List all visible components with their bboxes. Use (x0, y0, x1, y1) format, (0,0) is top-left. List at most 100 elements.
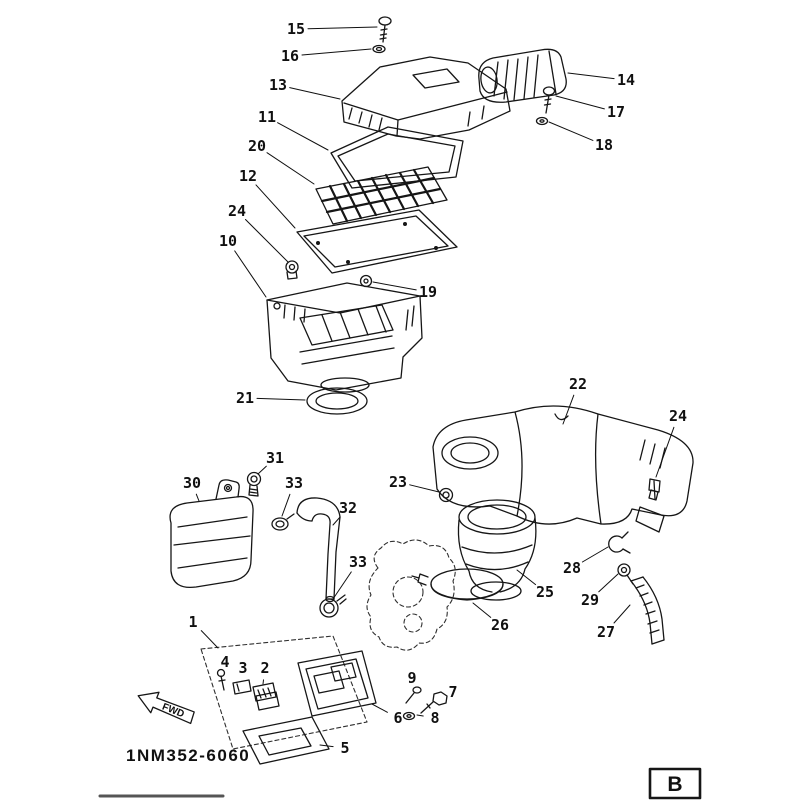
callout-28: 28 (563, 559, 581, 577)
part-28-clip (608, 531, 631, 554)
callout-leader-25 (516, 569, 537, 586)
section-b-button[interactable]: B (648, 767, 702, 800)
part-32-pipe (296, 497, 341, 603)
callout-24: 24 (228, 202, 246, 220)
part-21-joint-seal (306, 387, 368, 415)
callout-19: 19 (419, 283, 437, 301)
callout-leader-28 (581, 546, 609, 563)
callout-leader-30 (195, 493, 200, 502)
callout-leader-26 (472, 602, 492, 618)
callout-14: 14 (617, 71, 635, 89)
callout-leader-21 (256, 397, 306, 401)
callout-6: 6 (393, 709, 402, 727)
callout-leader-32 (332, 516, 341, 526)
part-2-plate (252, 682, 280, 711)
part-25-carburetor-joint (457, 499, 537, 601)
part-27-hose (630, 576, 665, 645)
callout-leader-33 (332, 571, 352, 600)
callout-18: 18 (595, 136, 613, 154)
callout-5: 5 (340, 739, 349, 757)
callout-9: 9 (407, 669, 416, 687)
callout-leader-18 (548, 121, 594, 141)
fwd-label: FWD (160, 702, 185, 721)
part-3-stopper (232, 679, 252, 695)
part-16-washer (372, 44, 386, 54)
callout-leader-19 (372, 281, 417, 291)
callout-22: 22 (569, 375, 587, 393)
callout-leader-2 (262, 679, 264, 685)
part-5-gasket (242, 716, 330, 765)
part-8-washer (402, 711, 416, 721)
callout-7: 7 (448, 683, 457, 701)
part-15-screw (378, 16, 392, 43)
callout-12: 12 (239, 167, 257, 185)
callout-leader-24 (245, 219, 289, 263)
callout-leader-14 (567, 72, 615, 80)
callout-32: 32 (339, 499, 357, 517)
callout-33: 33 (285, 474, 303, 492)
part-19-grommet (359, 274, 373, 288)
callout-30: 30 (183, 474, 201, 492)
part-11-cover-seal (330, 126, 464, 189)
callout-3: 3 (238, 659, 247, 677)
part-26-clamp-band (411, 568, 504, 601)
part-18-washer (535, 116, 549, 126)
callout-11: 11 (258, 108, 276, 126)
callout-31: 31 (266, 449, 284, 467)
callout-leader-20 (266, 152, 315, 185)
part-1-assembly-outline (200, 635, 368, 750)
callout-26: 26 (491, 616, 509, 634)
callout-17: 17 (607, 103, 625, 121)
part-30-resonator (169, 479, 254, 589)
callout-leader-5 (319, 744, 334, 748)
part-9-screw (405, 686, 422, 704)
part-12-element-gasket (296, 209, 458, 274)
callout-leader-11 (277, 122, 329, 151)
callout-leader-10 (234, 250, 267, 298)
part-33-clamp-a (271, 513, 295, 531)
part-24-clip (648, 478, 661, 501)
callout-23: 23 (389, 473, 407, 491)
callout-1: 1 (188, 613, 197, 631)
callout-24: 24 (669, 407, 687, 425)
callout-leader-22 (562, 394, 575, 425)
part-17-screw (542, 86, 556, 114)
diagram-code: 1NM352-6060 (126, 746, 250, 765)
callout-8: 8 (430, 709, 439, 727)
part-6-reed-valve (297, 650, 377, 717)
part-22-air-duct (432, 405, 694, 533)
callout-2: 2 (260, 659, 269, 677)
callout-leader-15 (307, 26, 378, 30)
callout-leader-1 (200, 630, 219, 649)
callout-10: 10 (219, 232, 237, 250)
part-20-filter-element (315, 166, 448, 225)
callout-27: 27 (597, 623, 615, 641)
callout-13: 13 (269, 76, 287, 94)
callout-29: 29 (581, 591, 599, 609)
callout-15: 15 (287, 20, 305, 38)
part-7-bolt (420, 691, 448, 714)
callout-21: 21 (236, 389, 254, 407)
callout-leader-6 (371, 703, 388, 713)
callout-4: 4 (220, 653, 229, 671)
callout-25: 25 (536, 583, 554, 601)
carburetor-outline (366, 539, 456, 651)
part-24-nut (285, 260, 299, 280)
part-4-screw (216, 668, 226, 691)
section-letter: B (667, 773, 682, 796)
callout-leader-8 (416, 714, 424, 717)
callout-leader-17 (555, 95, 605, 110)
callout-20: 20 (248, 137, 266, 155)
callout-leader-27 (613, 604, 631, 624)
part-10-air-cleaner-case (266, 282, 423, 393)
callout-leader-16 (301, 48, 372, 56)
fwd-arrow: FWD (137, 691, 195, 725)
callout-leader-13 (289, 87, 341, 100)
part-14-inlet-duct (478, 48, 567, 103)
callout-leader-24 (655, 426, 675, 478)
callout-16: 16 (281, 47, 299, 65)
callout-leader-33 (281, 493, 291, 517)
